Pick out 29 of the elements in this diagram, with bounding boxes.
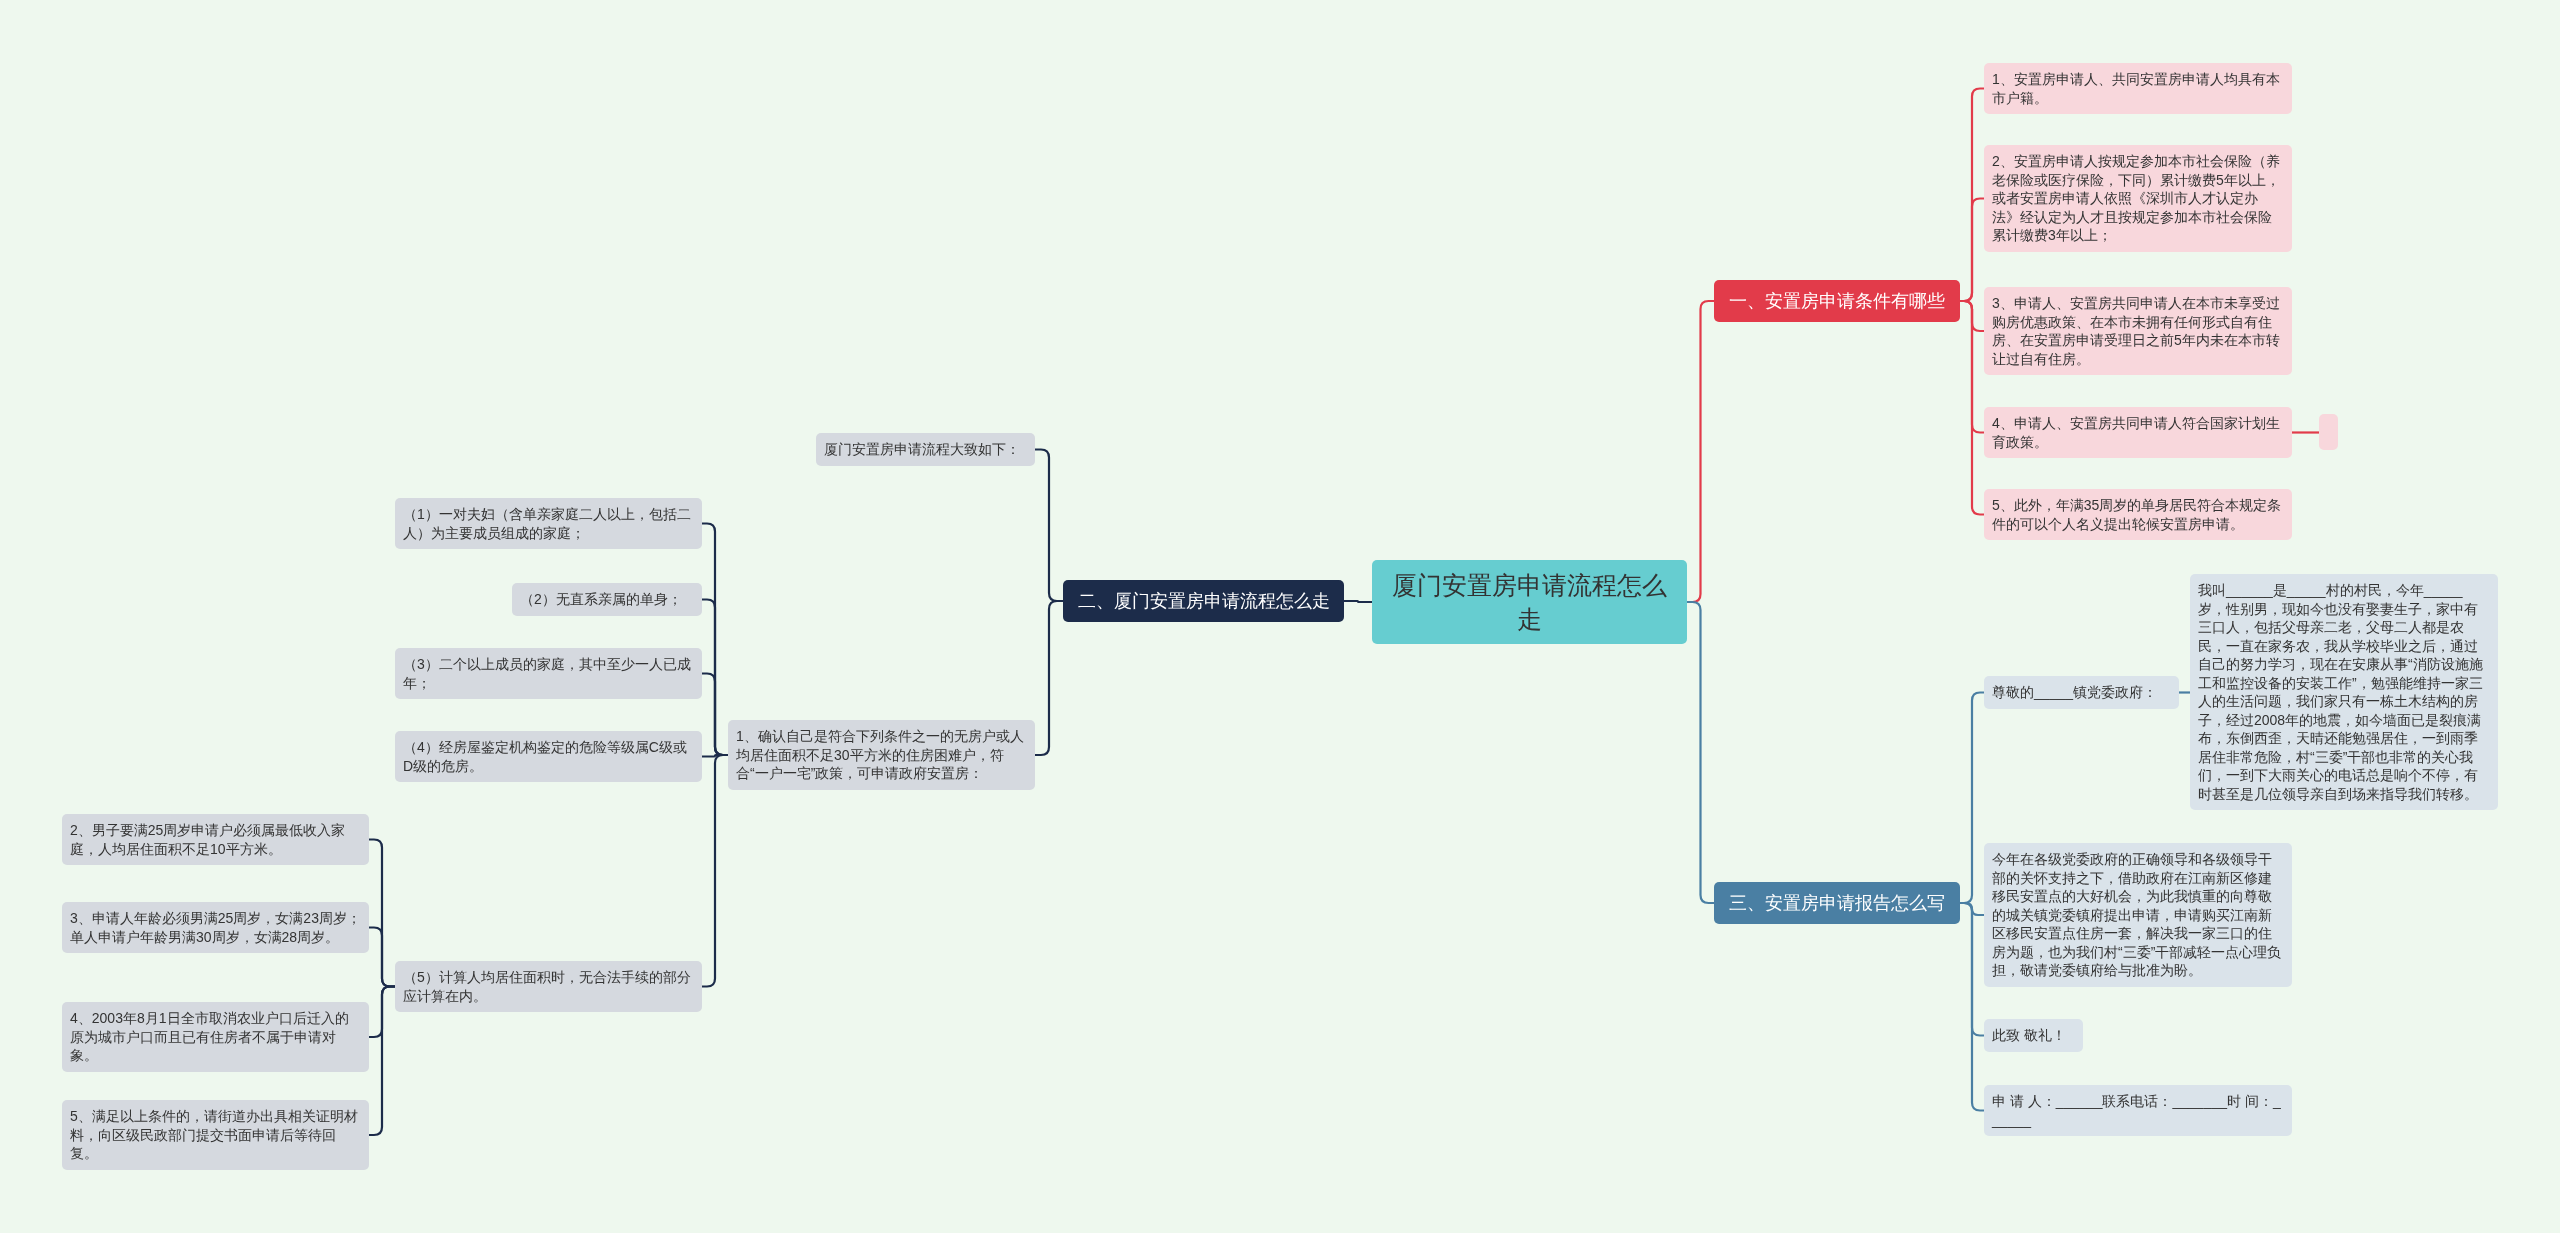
branch-topic: 一、安置房申请条件有哪些 [1714,280,1960,322]
subtopic-box: （1）一对夫妇（含单亲家庭二人以上，包括二人）为主要成员组成的家庭； [395,498,702,549]
subtopic-box: （4）经房屋鉴定机构鉴定的危险等级属C级或D级的危房。 [395,731,702,782]
subtopic-box: 3、申请人年龄必须男满25周岁，女满23周岁；单人申请户年龄男满30周岁，女满28周岁。 [62,902,369,953]
subtopic-box: 尊敬的_____镇党委政府： [1984,676,2179,709]
subtopic-box: （5）计算人均居住面积时，无合法手续的部分应计算在内。 [395,961,702,1012]
subtopic-box: 4、申请人、安置房共同申请人符合国家计划生育政策。 [1984,407,2292,458]
subtopic-box: 我叫______是_____村的村民，今年_____岁，性别男，现如今也没有娶妻生子，家中有三口人，包括父母亲二老，父母二人都是农民，一直在家务农，我从学校毕业之后，通过自己的努力学习，现在在安康从事“消防设施施工和监控设备的安装工作”，勉强能维持一家三人的生活问题，我们家只有一栋土木结构的房子，经过2008年的地震，如今墙面已是裂痕满布，东倒西歪，天晴还能勉强居住，一到雨季居住非常危险，村“三委”干部也非常的关心我们，一到下大雨关心的电话总是响个不停，有时甚至是几位领导亲自到场来指导我们转移。 [2190,574,2498,810]
subtopic-box: 1、安置房申请人、共同安置房申请人均具有本市户籍。 [1984,63,2292,114]
subtopic-box: 申 请 人：______联系电话：_______时 间：______ [1984,1085,2292,1136]
central-topic: 厦门安置房申请流程怎么走 [1372,560,1687,644]
subtopic-box: 厦门安置房申请流程大致如下： [816,433,1035,466]
branch-topic: 三、安置房申请报告怎么写 [1714,882,1960,924]
subtopic-box: 2、男子要满25周岁申请户必须属最低收入家庭，人均居住面积不足10平方米。 [62,814,369,865]
subtopic-box: 今年在各级党委政府的正确领导和各级领导干部的关怀支持之下，借助政府在江南新区修建移民安置点的大好机会，为此我慎重的向尊敬的城关镇党委镇府提出申请，申请购买江南新区移民安置点住房一套，解决我一家三口的住房为题，也为我们村“三委”干部减轻一点心理负担，敬请党委镇府给与批准为盼。 [1984,843,2292,987]
subtopic-box: 2、安置房申请人按规定参加本市社会保险（养老保险或医疗保险，下同）累计缴费5年以上，或者安置房申请人依照《深圳市人才认定办法》经认定为人才且按规定参加本市社会保险累计缴费3年以上； [1984,145,2292,252]
subtopic-box: 3、申请人、安置房共同申请人在本市未享受过购房优惠政策、在本市未拥有任何形式自有住房、在安置房申请受理日之前5年内未在本市转让过自有住房。 [1984,287,2292,375]
subtopic-box: （3）二个以上成员的家庭，其中至少一人已成年； [395,648,702,699]
connector-line [2292,431,2319,434]
subtopic-box: （2）无直系亲属的单身； [512,583,702,616]
subtopic-box: 4、2003年8月1日全市取消农业户口后迁入的原为城市户口而且已有住房者不属于申请对象。 [62,1002,369,1072]
connector-line [1344,599,1372,604]
subtopic-box: 1、确认自己是符合下列条件之一的无房户或人均居住面积不足30平方米的住房困难户，符合“一户一宅”政策，可申请政府安置房： [728,720,1035,790]
subtopic-box: 5、此外，年满35周岁的单身居民符合本规定条件的可以个人名义提出轮候安置房申请。 [1984,489,2292,540]
empty-box [2319,414,2338,450]
subtopic-box: 5、满足以上条件的，请街道办出具相关证明材料，向区级民政部门提交书面申请后等待回复。 [62,1100,369,1170]
connector-line [2179,691,2190,694]
branch-topic: 二、厦门安置房申请流程怎么走 [1063,580,1344,622]
subtopic-box: 此致 敬礼！ [1984,1019,2083,1052]
